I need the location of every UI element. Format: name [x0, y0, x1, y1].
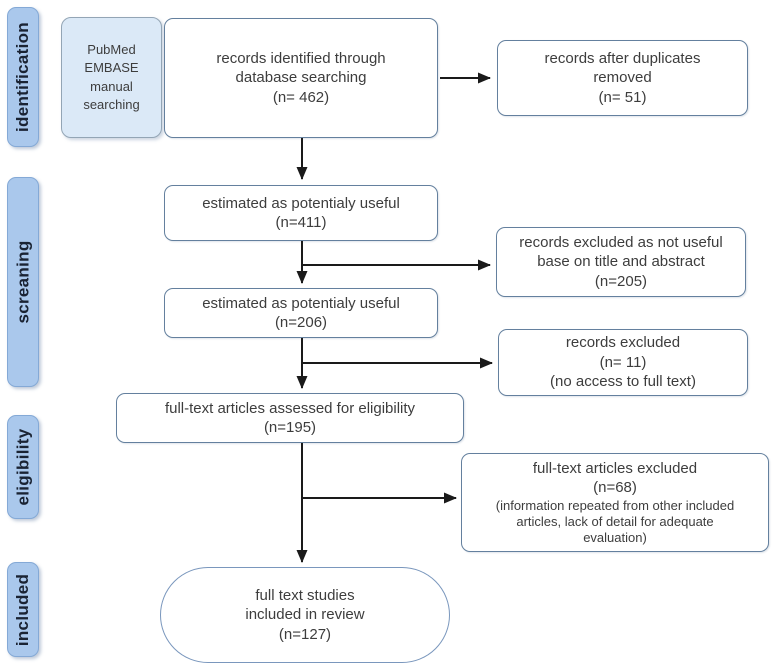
- box-search-sources-text: PubMed EMBASE manual searching: [83, 42, 140, 112]
- box-excluded-no-access-text: records excluded (n= 11) (no access to f…: [550, 334, 696, 391]
- stage-label-included: included: [7, 562, 39, 657]
- box-records-identified: records identified through database sear…: [164, 18, 438, 138]
- stage-label-eligibility-text: eligibility: [13, 428, 33, 506]
- box-records-identified-text: records identified through database sear…: [216, 49, 386, 106]
- box-fulltext-excluded: full-text articles excluded (n=68) (info…: [461, 453, 769, 552]
- box-duplicates-removed: records after duplicates removed (n= 51): [497, 40, 748, 116]
- box-search-sources: PubMed EMBASE manual searching: [61, 17, 162, 138]
- stage-label-eligibility: eligibility: [7, 415, 39, 519]
- stage-label-screening: screaning: [7, 177, 39, 387]
- stage-label-identification: identification: [7, 7, 39, 147]
- box-excluded-title-abstract-text: records excluded as not useful base on t…: [519, 233, 723, 290]
- box-fulltext-assessed-text: full-text articles assessed for eligibil…: [164, 399, 416, 437]
- oval-included-in-review-text: full text studies included in review (n=…: [245, 586, 365, 643]
- box-potentially-useful-411: estimated as potentialy useful (n=411): [164, 185, 438, 241]
- box-fulltext-excluded-title: full-text articles excluded (n=68): [532, 459, 698, 497]
- box-duplicates-removed-text: records after duplicates removed (n= 51): [544, 49, 701, 106]
- box-fulltext-excluded-note: (information repeated from other include…: [495, 497, 735, 546]
- box-potentially-useful-206-text: estimated as potentialy useful (n=206): [202, 294, 400, 332]
- box-potentially-useful-206: estimated as potentialy useful (n=206): [164, 288, 438, 338]
- stage-label-identification-text: identification: [13, 22, 33, 132]
- stage-label-included-text: included: [13, 573, 33, 646]
- stage-label-screening-text: screaning: [13, 240, 33, 324]
- box-excluded-no-access: records excluded (n= 11) (no access to f…: [498, 329, 748, 396]
- box-potentially-useful-411-text: estimated as potentialy useful (n=411): [202, 194, 400, 232]
- oval-included-in-review: full text studies included in review (n=…: [160, 567, 450, 663]
- box-fulltext-assessed: full-text articles assessed for eligibil…: [116, 393, 464, 443]
- box-excluded-title-abstract: records excluded as not useful base on t…: [496, 227, 746, 297]
